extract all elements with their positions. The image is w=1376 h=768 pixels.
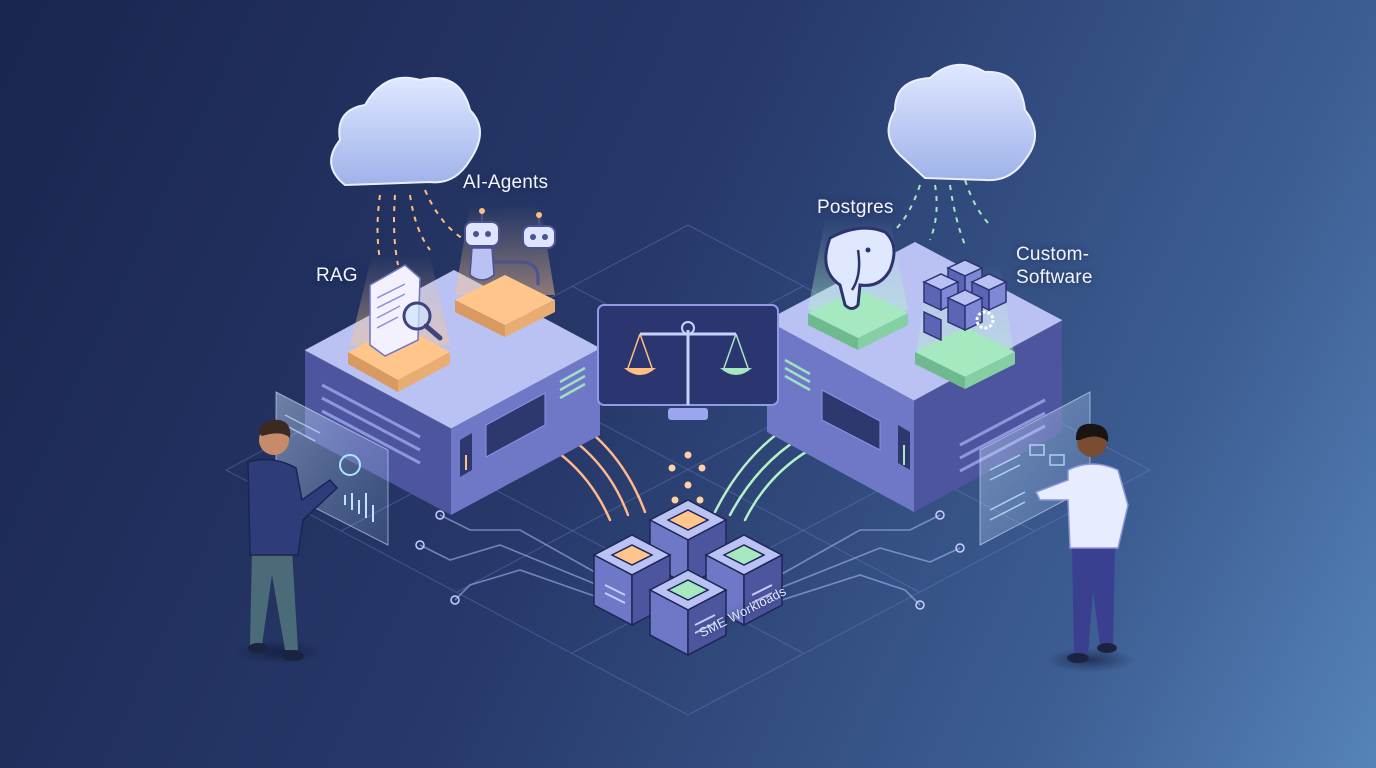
data-stream-center — [668, 451, 706, 504]
custom-software-label-line2: Software — [1016, 267, 1093, 288]
cloud-left-icon — [330, 76, 481, 266]
balance-scale-monitor — [597, 304, 779, 420]
person-right-figure — [1034, 423, 1135, 672]
circuit-traces — [419, 514, 961, 608]
custom-software-cubes-icon — [915, 259, 1015, 389]
postgres-elephant-icon — [808, 226, 908, 350]
sme-workload-servers — [592, 499, 784, 657]
cloud-right-icon — [887, 63, 1036, 246]
rag-label: RAG — [316, 265, 358, 286]
server-left — [304, 270, 601, 515]
ai-agents-robot-icon — [455, 208, 556, 337]
postgres-label: Postgres — [817, 197, 894, 218]
ai-agents-label: AI-Agents — [463, 172, 549, 193]
custom-software-label-line1: Custom- — [1016, 244, 1090, 265]
custom-software-label: Custom- Software — [1016, 243, 1093, 289]
rag-document-icon — [348, 264, 450, 392]
person-left-figure — [235, 419, 339, 664]
holographic-chart-panel-left — [275, 391, 389, 546]
